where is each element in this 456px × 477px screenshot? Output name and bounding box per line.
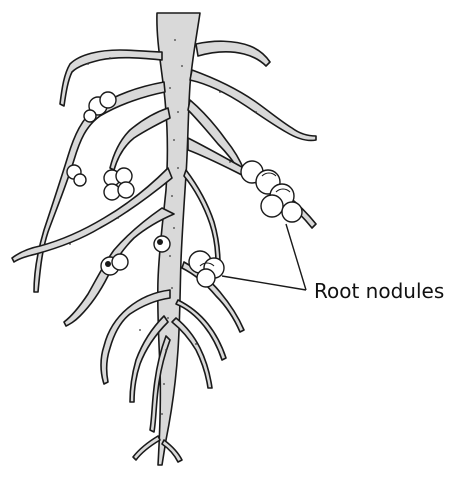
- branch-right-lower: [187, 137, 317, 229]
- branch-left-sweep: [11, 167, 173, 263]
- branch-right-upper: [195, 40, 271, 67]
- root-texture: [59, 39, 257, 415]
- root-system: [11, 12, 317, 466]
- branch-middle-left: [109, 107, 171, 171]
- branch-bottom-left: [100, 289, 171, 385]
- branch-bottom-right: [171, 317, 213, 389]
- nodule-lower-left: [100, 253, 129, 276]
- branch-bottom-far-right: [175, 299, 227, 361]
- root-nodules-label: Root nodules: [314, 279, 444, 303]
- nodule-right-large: [240, 160, 303, 223]
- nodule-middle-cluster: [103, 167, 135, 201]
- nodule-center-small: [153, 235, 171, 253]
- nodule-upper-left: [83, 91, 117, 123]
- branch-right-long: [189, 69, 317, 142]
- label-leader-lines: [221, 223, 307, 291]
- root-tip-fork: [132, 435, 183, 463]
- branch-bottom-mid-left: [129, 315, 169, 403]
- nodule-left-small: [66, 164, 87, 187]
- leader-line-upper: [285, 223, 307, 291]
- branch-upper-left: [59, 49, 163, 107]
- taproot: [156, 12, 201, 466]
- root-nodules: [66, 91, 303, 288]
- branch-bottom-mid: [149, 335, 171, 433]
- branch-right-descending: [183, 169, 221, 265]
- branch-lower-left: [63, 207, 175, 327]
- nodule-lower-right: [188, 250, 225, 288]
- leader-line-lower: [221, 275, 307, 291]
